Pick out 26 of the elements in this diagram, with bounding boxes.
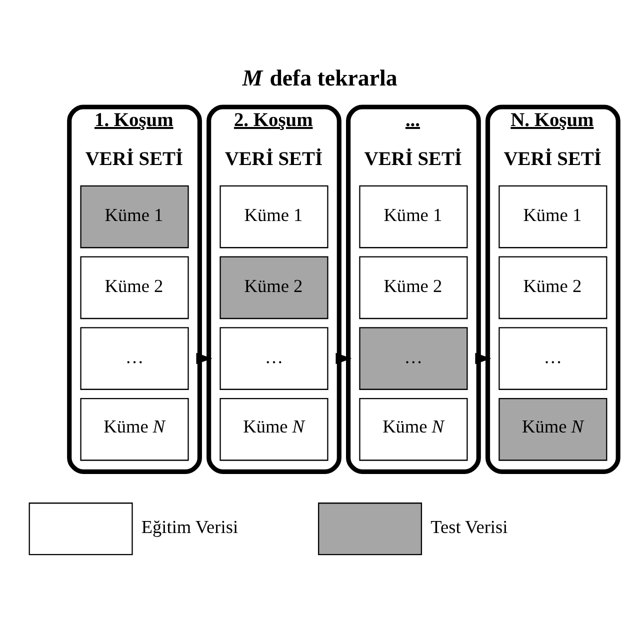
node-box: Küme 1 — [498, 184, 608, 248]
legend-label: Eğitim Verisi — [141, 516, 238, 537]
node-box: Küme 2 — [80, 256, 189, 319]
node-box: Küme 2 — [498, 256, 608, 319]
diagram-title: M defa tekrarla — [242, 64, 398, 90]
legend-label: Test Verisi — [430, 516, 508, 537]
node-box: … — [359, 326, 468, 390]
node-label: N. Koşum — [510, 109, 594, 130]
node-box: … — [80, 326, 189, 390]
arrow — [475, 352, 492, 364]
node-box: Küme N — [220, 397, 328, 460]
node-box: Küme 1 — [220, 184, 328, 248]
node-box: Küme N — [80, 397, 189, 460]
arrow — [196, 352, 212, 364]
node-box: Küme N — [498, 397, 608, 460]
arrow — [336, 352, 352, 364]
node-label: ... — [405, 109, 420, 130]
node-label: 2. Koşum — [234, 109, 313, 130]
node-box: Küme 1 — [80, 184, 189, 248]
node-box: … — [498, 326, 608, 390]
node-box: Küme N — [359, 397, 468, 460]
node-label: 1. Koşum — [94, 109, 174, 130]
node-box: Küme 2 — [359, 256, 468, 319]
node-box: Küme 1 — [359, 184, 468, 248]
node-box: … — [220, 326, 328, 390]
node-box: Küme 2 — [220, 256, 328, 319]
